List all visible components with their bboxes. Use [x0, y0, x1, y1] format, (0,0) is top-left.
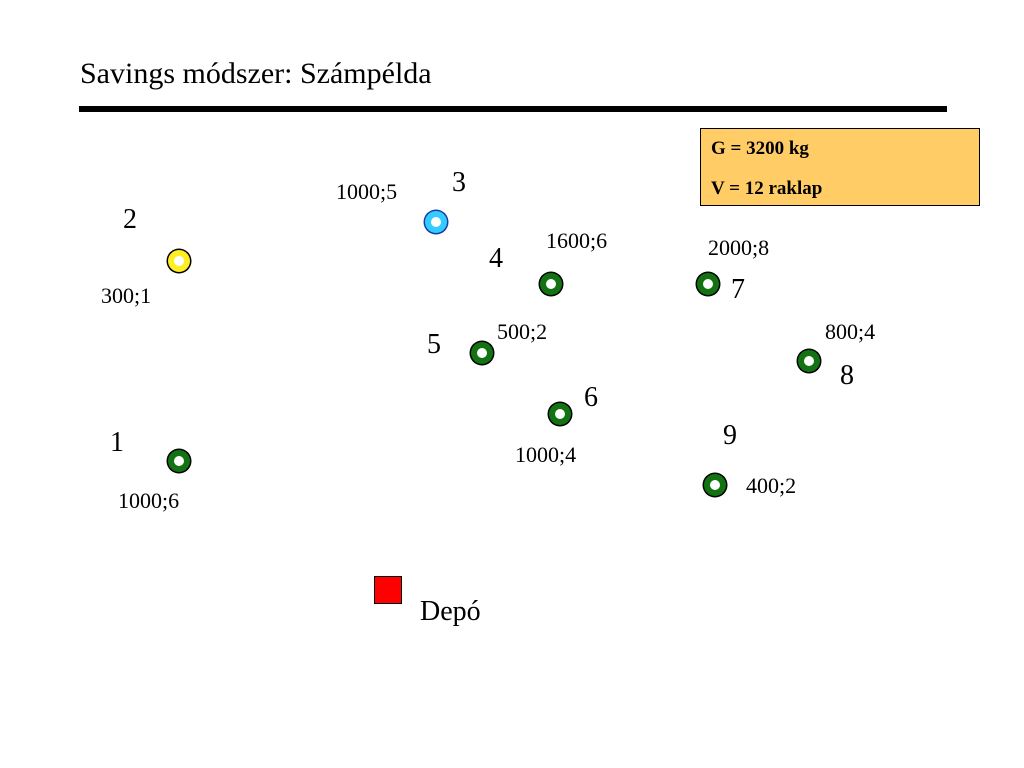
node-9-number: 9 — [723, 420, 737, 451]
node-9-marker — [704, 474, 726, 496]
node-3-marker — [425, 211, 447, 233]
node-7-marker — [697, 273, 719, 295]
capacity-pallets-text: V = 12 raklap — [711, 178, 823, 199]
node-8-demand: 800;4 — [825, 319, 876, 344]
node-8-number: 8 — [840, 360, 854, 391]
capacity-weight-text: G = 3200 kg — [711, 138, 809, 159]
node-6-demand: 1000;4 — [515, 442, 577, 467]
page-title: Savings módszer: Számpélda — [80, 57, 432, 90]
node-1-marker — [168, 450, 190, 472]
node-4-marker — [540, 273, 562, 295]
node-8-marker — [798, 350, 820, 372]
constraints-box: G = 3200 kg V = 12 raklap — [700, 128, 980, 206]
node-5-marker — [471, 342, 493, 364]
node-7-number: 7 — [731, 274, 745, 305]
title-divider — [79, 106, 947, 112]
node-6-marker — [549, 403, 571, 425]
node-9-demand: 400;2 — [746, 473, 797, 498]
node-5-demand: 500;2 — [497, 319, 548, 344]
node-2-number: 2 — [123, 204, 137, 235]
node-5-number: 5 — [427, 329, 441, 360]
node-4-number: 4 — [489, 243, 503, 274]
node-3-number: 3 — [452, 167, 466, 198]
node-4-demand: 1600;6 — [546, 228, 608, 253]
node-7-demand: 2000;8 — [708, 235, 770, 260]
node-2-demand: 300;1 — [101, 283, 152, 308]
depot-marker — [374, 576, 402, 604]
node-1-number: 1 — [110, 427, 124, 458]
node-1-demand: 1000;6 — [118, 488, 180, 513]
node-6-number: 6 — [584, 382, 598, 413]
node-3-demand: 1000;5 — [336, 179, 398, 204]
depot-label: Depó — [420, 596, 481, 627]
node-2-marker — [168, 250, 190, 272]
